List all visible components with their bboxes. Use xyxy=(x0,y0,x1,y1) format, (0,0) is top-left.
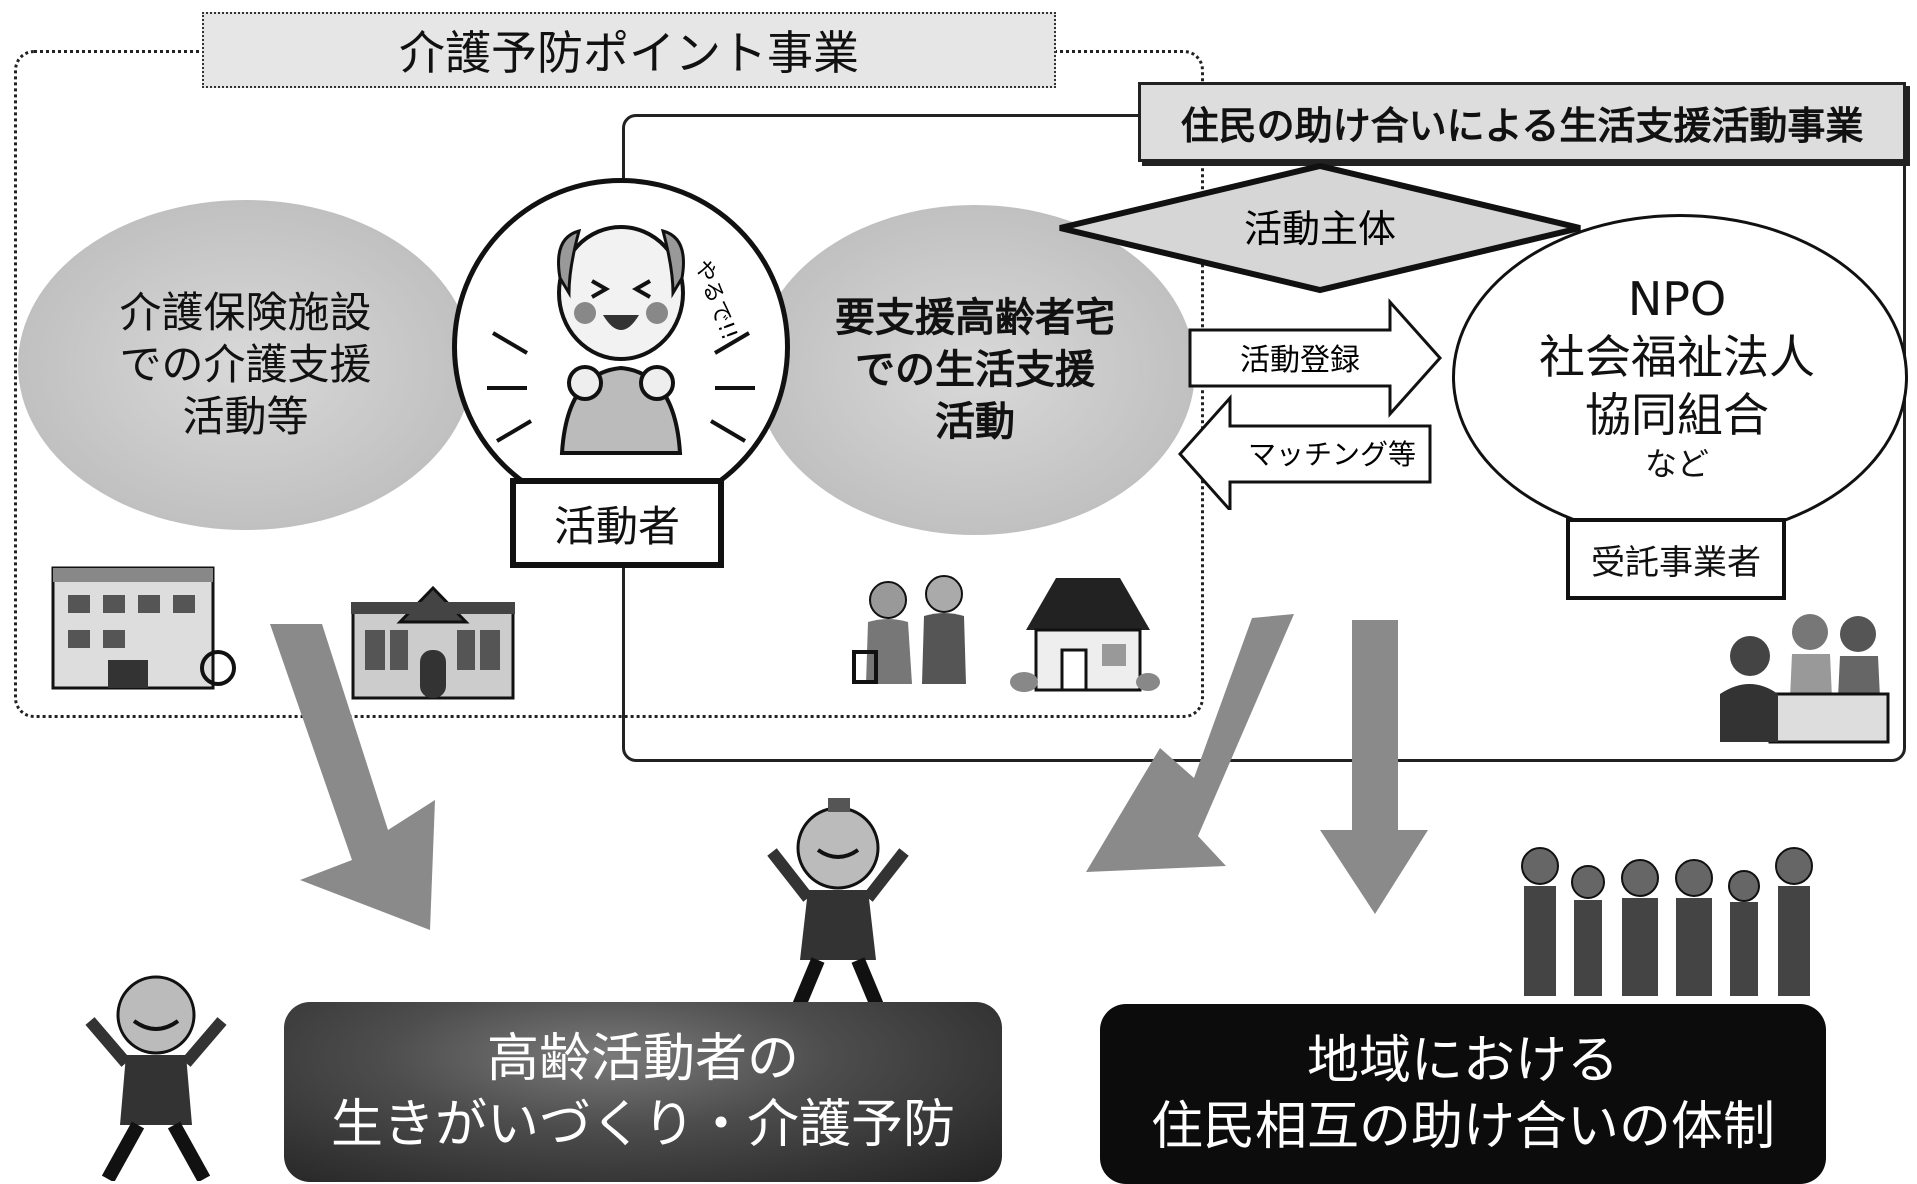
outcome-right-line: 住民相互の助け合いの体制 xyxy=(1150,1097,1775,1157)
home-support-line: 要支援高齢者宅 xyxy=(835,295,1115,341)
register-arrow xyxy=(1188,298,1443,418)
organization-circle xyxy=(1452,214,1908,540)
home-support-line: での生活支援 xyxy=(855,347,1095,393)
outcome-left-line: 高齢活動者の xyxy=(486,1029,799,1089)
elderly-couple-icon xyxy=(852,575,966,684)
church-building-icon xyxy=(351,585,515,700)
mutual-support-title: 住民の助け合いによる生活支援活動事業 xyxy=(1138,82,1906,162)
activist-circle: やるで!! xyxy=(452,178,790,516)
house-icon xyxy=(1010,578,1160,692)
happy-elderly-man-icon xyxy=(85,975,227,1181)
arrow-to-right-outcome-diagonal xyxy=(1086,614,1294,872)
matching-arrow xyxy=(1177,394,1432,510)
matching-label: マッチング等 xyxy=(1248,438,1416,471)
home-support-line: 活動 xyxy=(935,399,1015,445)
community-group-icon xyxy=(1521,847,1813,996)
activity-body-label: 活動主体 xyxy=(1244,207,1396,251)
facility-activity-line: 介護保険施設 xyxy=(119,288,372,337)
care-prevention-title: 介護予防ポイント事業 xyxy=(202,12,1056,88)
organization-text: NPO 社会福祉法人 協同組合 など xyxy=(1452,270,1902,484)
arrow-to-left-outcome xyxy=(270,624,435,930)
arrow-to-right-outcome-down xyxy=(1320,620,1428,914)
facility-activity-line: での介護支援 xyxy=(119,340,372,389)
organization-line: NPO xyxy=(1627,272,1727,326)
activist-speech: やるで!! xyxy=(689,257,741,344)
flow-arrows: 活動主体 活動登録 マッチング等 xyxy=(1059,162,1581,510)
outcome-left-line: 生きがいづくり・介護予防 xyxy=(330,1095,955,1155)
consultation-desk-icon xyxy=(1720,614,1890,744)
organization-line: 社会福祉法人 xyxy=(1539,330,1815,384)
cheering-elderly-man-icon xyxy=(767,798,909,1010)
home-support-ellipse: 要支援高齢者宅 での生活支援 活動 xyxy=(755,205,1195,535)
outcome-right: 地域における 住民相互の助け合いの体制 xyxy=(1100,1004,1826,1184)
outcome-left: 高齢活動者の 生きがいづくり・介護予防 xyxy=(284,1002,1002,1182)
register-label: 活動登録 xyxy=(1240,343,1360,378)
cheering-elderly-man-icon: やるで!! xyxy=(487,225,755,455)
organization-line: 協同組合 xyxy=(1585,388,1769,442)
facility-activity-ellipse: 介護保険施設 での介護支援 活動等 xyxy=(18,200,473,530)
care-facility-icon xyxy=(51,566,236,690)
facility-activity-line: 活動等 xyxy=(182,392,309,441)
organization-suffix: など xyxy=(1644,445,1709,483)
activist-label: 活動者 xyxy=(510,478,724,568)
contractor-badge: 受託事業者 xyxy=(1566,518,1786,600)
activity-body-diamond xyxy=(1059,162,1581,294)
outcome-right-line: 地域における xyxy=(1306,1031,1619,1091)
